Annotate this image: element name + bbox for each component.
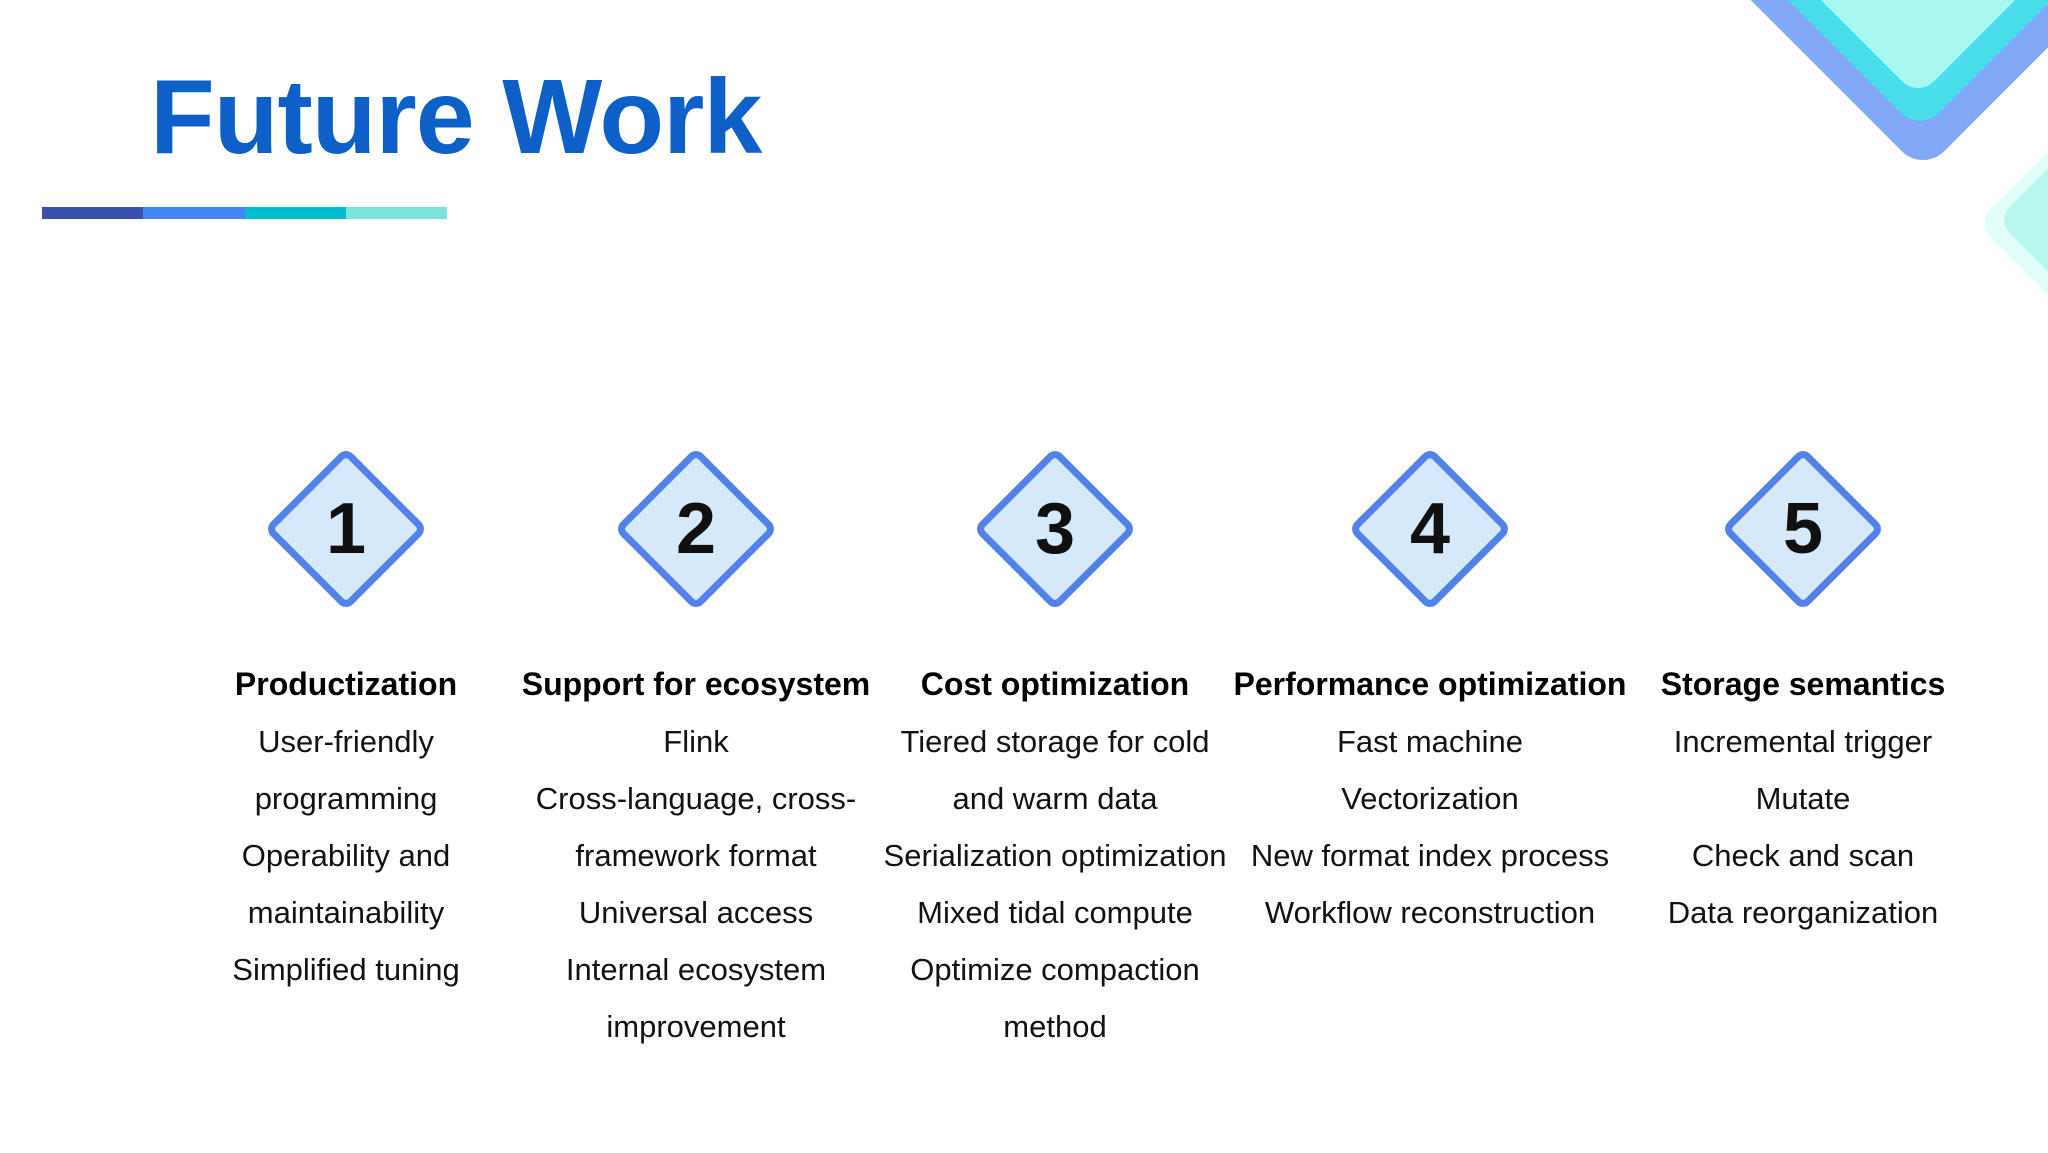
- step-item-line: Check and scan: [1691, 838, 1915, 873]
- step-heading: Cost optimization: [920, 666, 1190, 702]
- step-item-line: maintainability: [247, 895, 445, 930]
- step-number: 4: [1409, 489, 1451, 569]
- step-item-line: Vectorization: [1341, 781, 1519, 816]
- step-number: 5: [1782, 489, 1824, 569]
- step-heading: Productization: [234, 666, 458, 702]
- step-diamond-2: 2: [613, 446, 779, 612]
- step-number: 3: [1034, 489, 1076, 569]
- title-accent-bar: [42, 207, 447, 219]
- step-heading: Support for ecosystem: [521, 666, 871, 702]
- step-item-line: User-friendly: [258, 724, 434, 759]
- step-item-line: programming: [254, 781, 438, 816]
- step-number: 1: [325, 489, 367, 569]
- step-item-line: Workflow reconstruction: [1264, 895, 1596, 930]
- step-diamond-4: 4: [1347, 446, 1513, 612]
- step-item-line: method: [1003, 1009, 1107, 1044]
- step-diamond-1: 1: [263, 446, 429, 612]
- step-diamond-3: 3: [972, 446, 1138, 612]
- accent-bar-segment-1: [42, 207, 144, 219]
- step-item-line: Flink: [663, 724, 729, 759]
- step-item-line: Cross-language, cross-: [535, 781, 857, 816]
- slide-title: Future Work: [150, 58, 762, 176]
- step-item-line: Mutate: [1755, 781, 1851, 816]
- step-number: 2: [675, 489, 717, 569]
- accent-bar-segment-2: [143, 207, 245, 219]
- step-item-line: improvement: [606, 1009, 786, 1044]
- step-item-line: Mixed tidal compute: [917, 895, 1193, 930]
- step-item-line: Optimize compaction: [910, 952, 1200, 987]
- step-item-line: framework format: [575, 838, 817, 873]
- step-item-line: Fast machine: [1336, 724, 1524, 759]
- step-item-line: Internal ecosystem: [565, 952, 827, 987]
- step-heading: Performance optimization: [1233, 666, 1627, 702]
- step-item-line: Universal access: [578, 895, 814, 930]
- step-item-line: Tiered storage for cold: [900, 724, 1210, 759]
- step-item-line: Incremental trigger: [1673, 724, 1933, 759]
- step-item-line: Serialization optimization: [883, 838, 1227, 873]
- step-item-line: Operability and: [241, 838, 451, 873]
- step-item-line: Simplified tuning: [232, 952, 460, 987]
- accent-bar-segment-3: [244, 207, 346, 219]
- step-diamond-5: 5: [1720, 446, 1886, 612]
- step-item-line: Data reorganization: [1667, 895, 1939, 930]
- step-item-line: New format index process: [1250, 838, 1610, 873]
- step-item-line: and warm data: [952, 781, 1158, 816]
- step-heading: Storage semantics: [1660, 666, 1946, 702]
- accent-bar-segment-4: [345, 207, 447, 219]
